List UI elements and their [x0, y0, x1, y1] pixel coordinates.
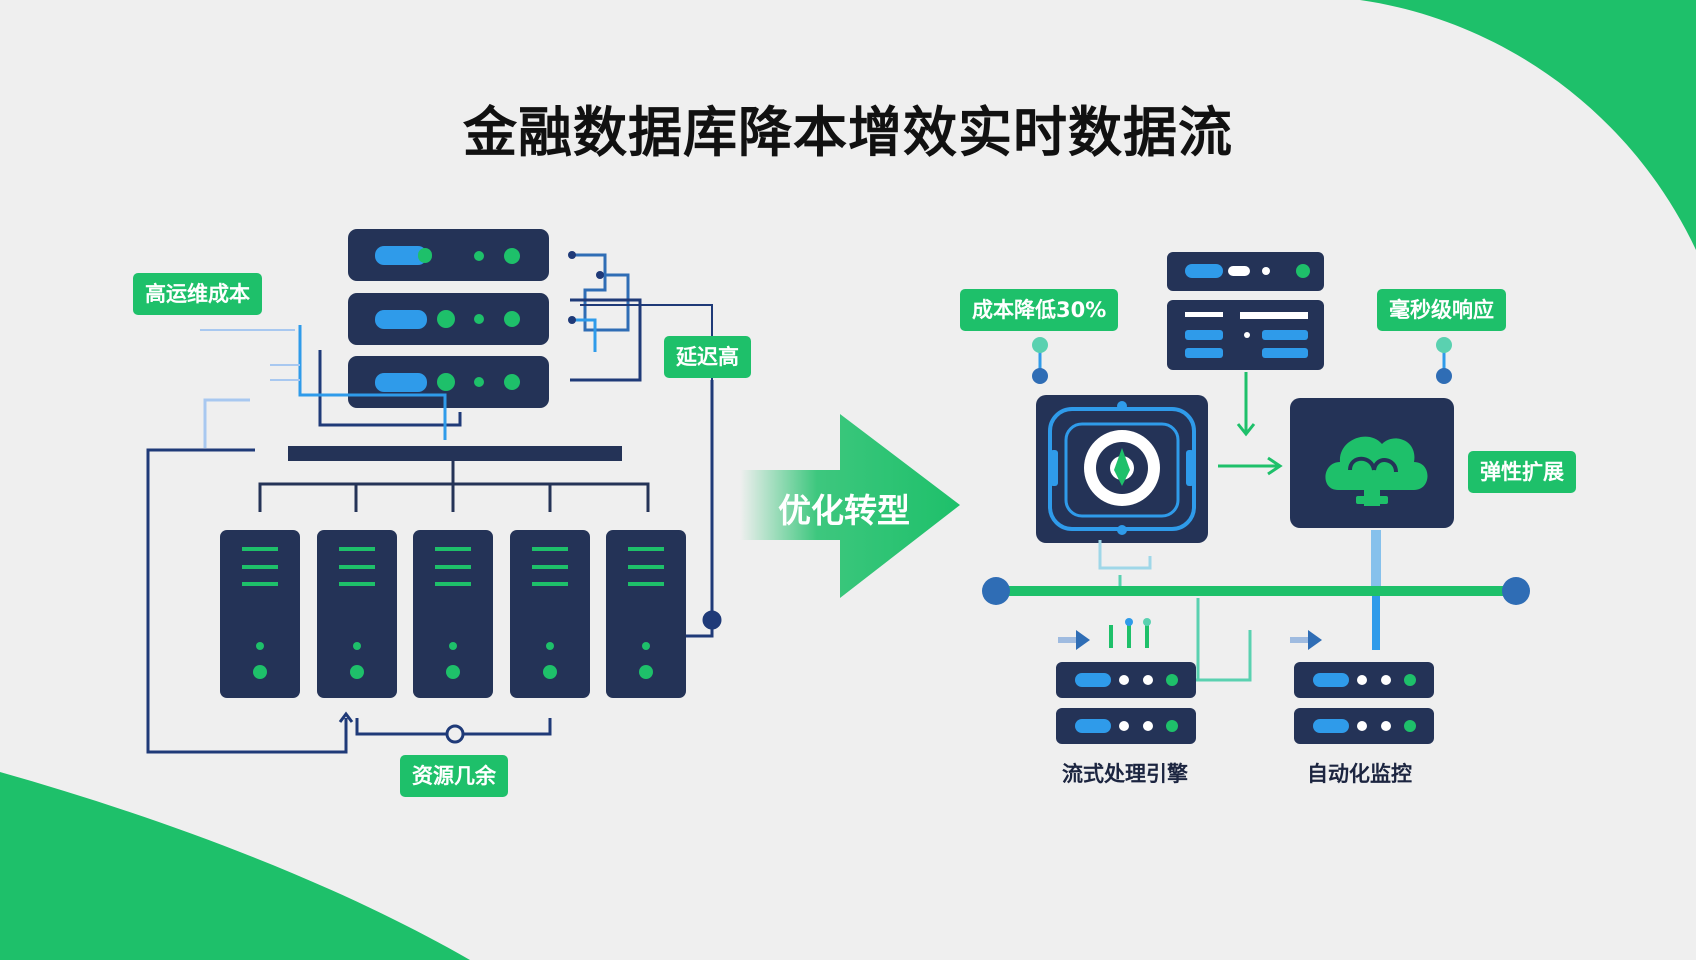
cost-pin: [1032, 337, 1048, 384]
tag-redundancy: 资源几余: [400, 755, 508, 797]
legacy-tower-servers: [220, 530, 686, 698]
monitor-servers: [1294, 662, 1434, 744]
caption-monitor: 自动化监控: [1307, 762, 1412, 786]
legacy-shelf: [288, 446, 622, 461]
transition-label: 优化转型: [778, 491, 910, 530]
tag-elastic: 弹性扩展: [1468, 451, 1576, 493]
rack-server-3: [348, 356, 549, 408]
cloud-icon: [1290, 398, 1454, 528]
legacy-bus-lines: [258, 461, 650, 512]
tower-server-2: [317, 530, 397, 698]
rack-server-1: [348, 229, 549, 281]
tower-server-1: [220, 530, 300, 698]
rack-server-2: [348, 293, 549, 345]
tower-server-4: [510, 530, 590, 698]
caption-stream-engine: 流式处理引擎: [1062, 762, 1188, 786]
latency-line: [685, 380, 722, 638]
page-title: 金融数据库降本增效实时数据流: [463, 101, 1233, 164]
tag-cost-down: 成本降低30%: [960, 289, 1119, 331]
gear-brain-icon: [1036, 395, 1208, 543]
tag-ops-cost: 高运维成本: [133, 273, 262, 315]
arrow-down-to-cloud: [1236, 372, 1256, 437]
tag-latency: 延迟高: [664, 336, 751, 378]
tag-ms-response: 毫秒级响应: [1377, 289, 1506, 331]
stream-engine-servers: [1056, 630, 1252, 744]
realtime-data-bus: [982, 530, 1530, 650]
corner-decoration-bottom-left: [0, 772, 470, 960]
corner-decoration-top-right: [1360, 0, 1696, 250]
arrow-chip-to-cloud: [1218, 456, 1283, 476]
top-server: [1167, 252, 1324, 370]
tower-server-5: [606, 530, 686, 698]
legacy-server-stack: [348, 229, 549, 408]
response-pin: [1436, 337, 1452, 384]
legacy-redundancy-loops: [146, 448, 552, 754]
arrow-right-icon: [740, 414, 960, 598]
tower-server-3: [413, 530, 493, 698]
